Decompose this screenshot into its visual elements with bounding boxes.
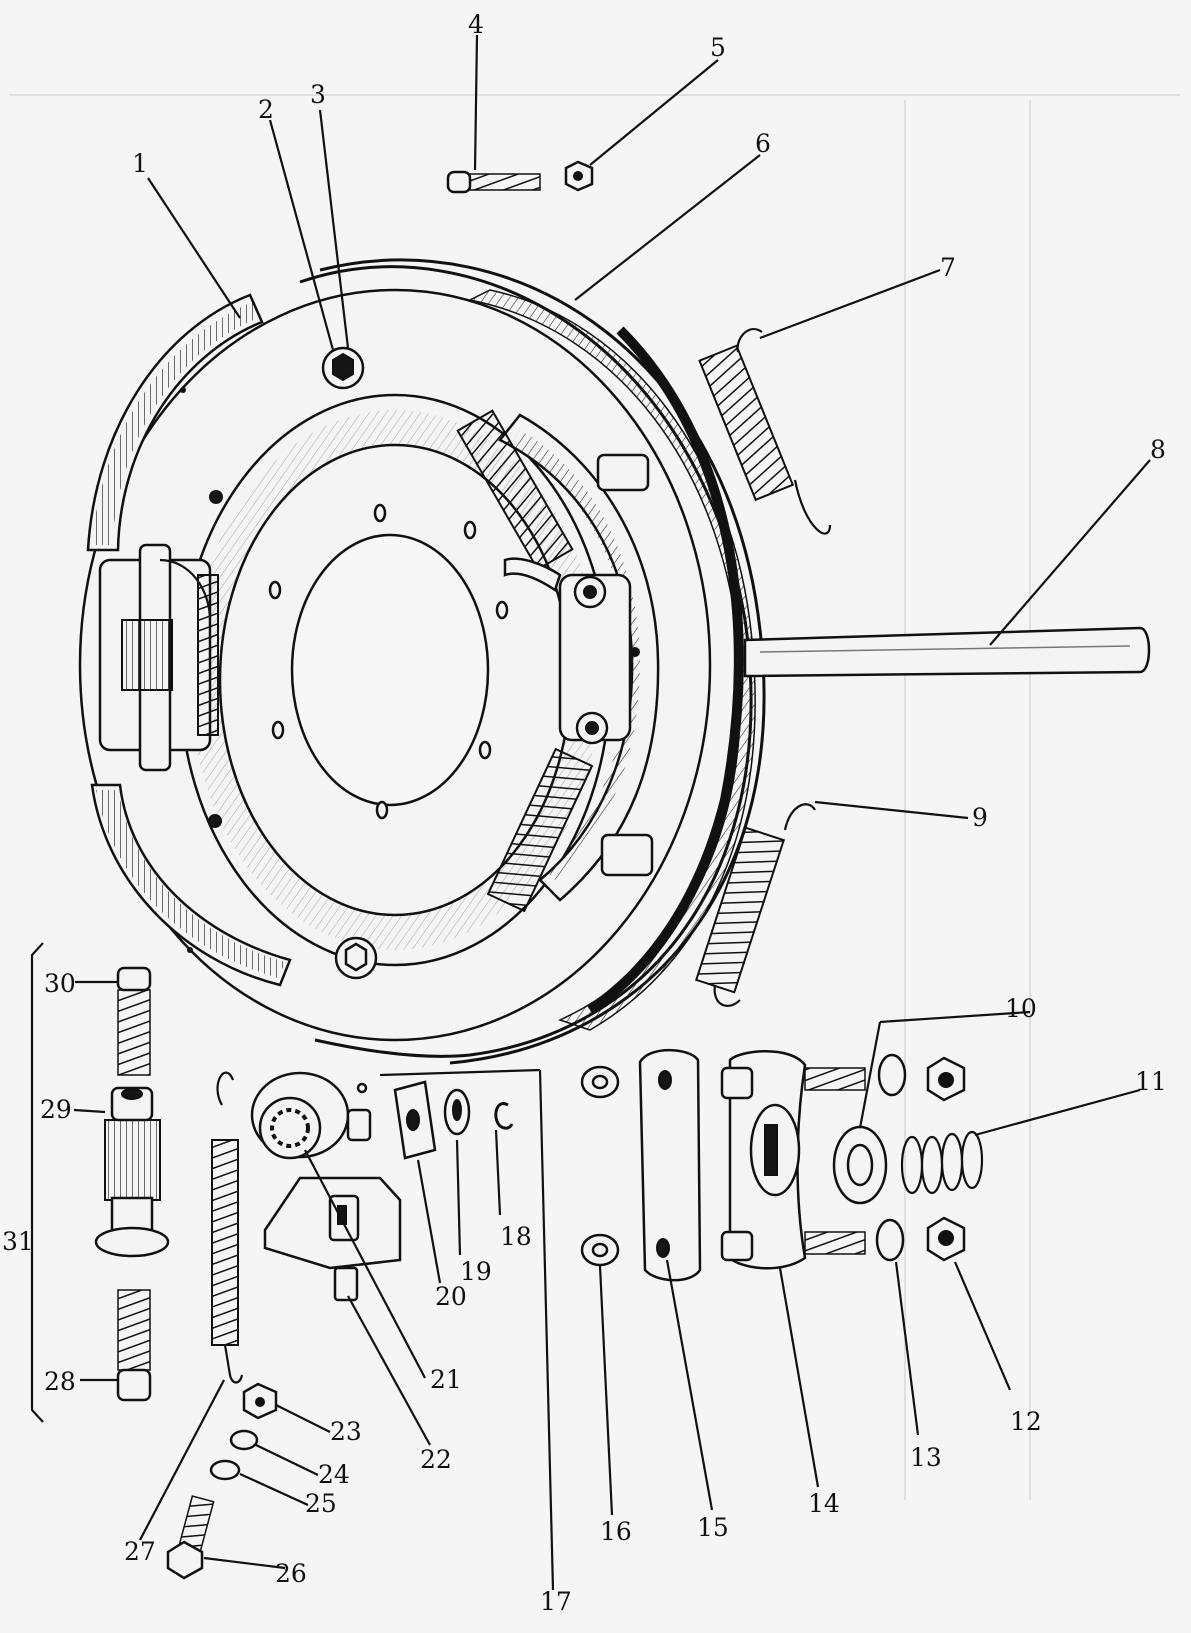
label-31: 31 bbox=[2, 1227, 34, 1256]
bracket-31 bbox=[30, 942, 44, 1423]
label-6: 6 bbox=[755, 129, 771, 158]
washers-part-16 bbox=[580, 1065, 620, 1267]
label-23: 23 bbox=[330, 1417, 362, 1446]
bracket-part-22 bbox=[263, 1176, 402, 1302]
label-27: 27 bbox=[124, 1537, 156, 1566]
leader-lines bbox=[73, 34, 1151, 1591]
spring-part-9 bbox=[694, 803, 816, 1007]
circlip-part-18 bbox=[494, 1102, 514, 1130]
washer-part-19 bbox=[443, 1088, 471, 1136]
label-7: 7 bbox=[940, 253, 956, 282]
label-2: 2 bbox=[258, 95, 274, 124]
washer-part-10 bbox=[832, 1125, 888, 1205]
label-17-visible: 17 bbox=[540, 1587, 572, 1616]
lever-block-part-14 bbox=[720, 1050, 866, 1270]
label-15: 15 bbox=[697, 1513, 729, 1542]
label-16: 16 bbox=[600, 1517, 632, 1546]
ball-part-17 bbox=[356, 1082, 368, 1094]
label-19: 19 bbox=[460, 1257, 492, 1286]
axle-shaft bbox=[743, 626, 1151, 678]
label-1: 1 bbox=[132, 149, 148, 178]
label-8: 8 bbox=[1150, 435, 1166, 464]
washer-part-24 bbox=[229, 1429, 259, 1451]
label-12: 12 bbox=[1010, 1407, 1042, 1436]
adjuster-stud-assembly bbox=[94, 966, 170, 1402]
bolt-part-4 bbox=[446, 170, 541, 194]
adjuster-wheel-part-21 bbox=[250, 1071, 372, 1160]
label-24: 24 bbox=[318, 1460, 350, 1489]
label-29: 29 bbox=[40, 1095, 72, 1124]
label-9: 9 bbox=[972, 803, 988, 832]
label-28: 28 bbox=[44, 1367, 76, 1396]
bleed-through-background bbox=[10, 94, 1180, 1500]
spring-part-11 bbox=[900, 1130, 984, 1195]
label-21: 21 bbox=[430, 1365, 462, 1394]
label-11: 11 bbox=[1135, 1067, 1167, 1096]
plate-part-20 bbox=[393, 1080, 437, 1160]
nut-part-5 bbox=[564, 160, 594, 192]
left-brake-shoe bbox=[86, 293, 292, 987]
nut-part-23 bbox=[242, 1382, 278, 1420]
spring-part-7 bbox=[698, 328, 832, 535]
label-30: 30 bbox=[44, 969, 76, 998]
label-22: 22 bbox=[420, 1445, 452, 1474]
bolt-part-26 bbox=[166, 1495, 215, 1580]
washer-part-25 bbox=[209, 1459, 241, 1481]
spring-part-27 bbox=[211, 1071, 244, 1384]
label-5: 5 bbox=[710, 33, 726, 62]
nuts-part-12 bbox=[926, 1056, 966, 1262]
label-3: 3 bbox=[310, 80, 326, 109]
lock-washers-part-13 bbox=[875, 1053, 907, 1262]
label-13: 13 bbox=[910, 1443, 942, 1472]
link-plate-part-15 bbox=[638, 1048, 702, 1282]
adjuster-housing bbox=[98, 490, 223, 828]
label-20: 20 bbox=[435, 1282, 467, 1311]
label-14: 14 bbox=[808, 1489, 840, 1518]
label-25: 25 bbox=[305, 1489, 337, 1518]
part-number-labels: 1 2 3 4 5 6 7 8 9 10 11 12 13 14 15 16 1… bbox=[2, 10, 1167, 1616]
label-18: 18 bbox=[500, 1222, 532, 1251]
label-26: 26 bbox=[275, 1559, 307, 1588]
brake-backplate-assembly bbox=[78, 258, 766, 1065]
label-4: 4 bbox=[468, 10, 484, 39]
right-brake-shoe bbox=[456, 409, 660, 913]
label-10: 10 bbox=[1005, 994, 1037, 1023]
